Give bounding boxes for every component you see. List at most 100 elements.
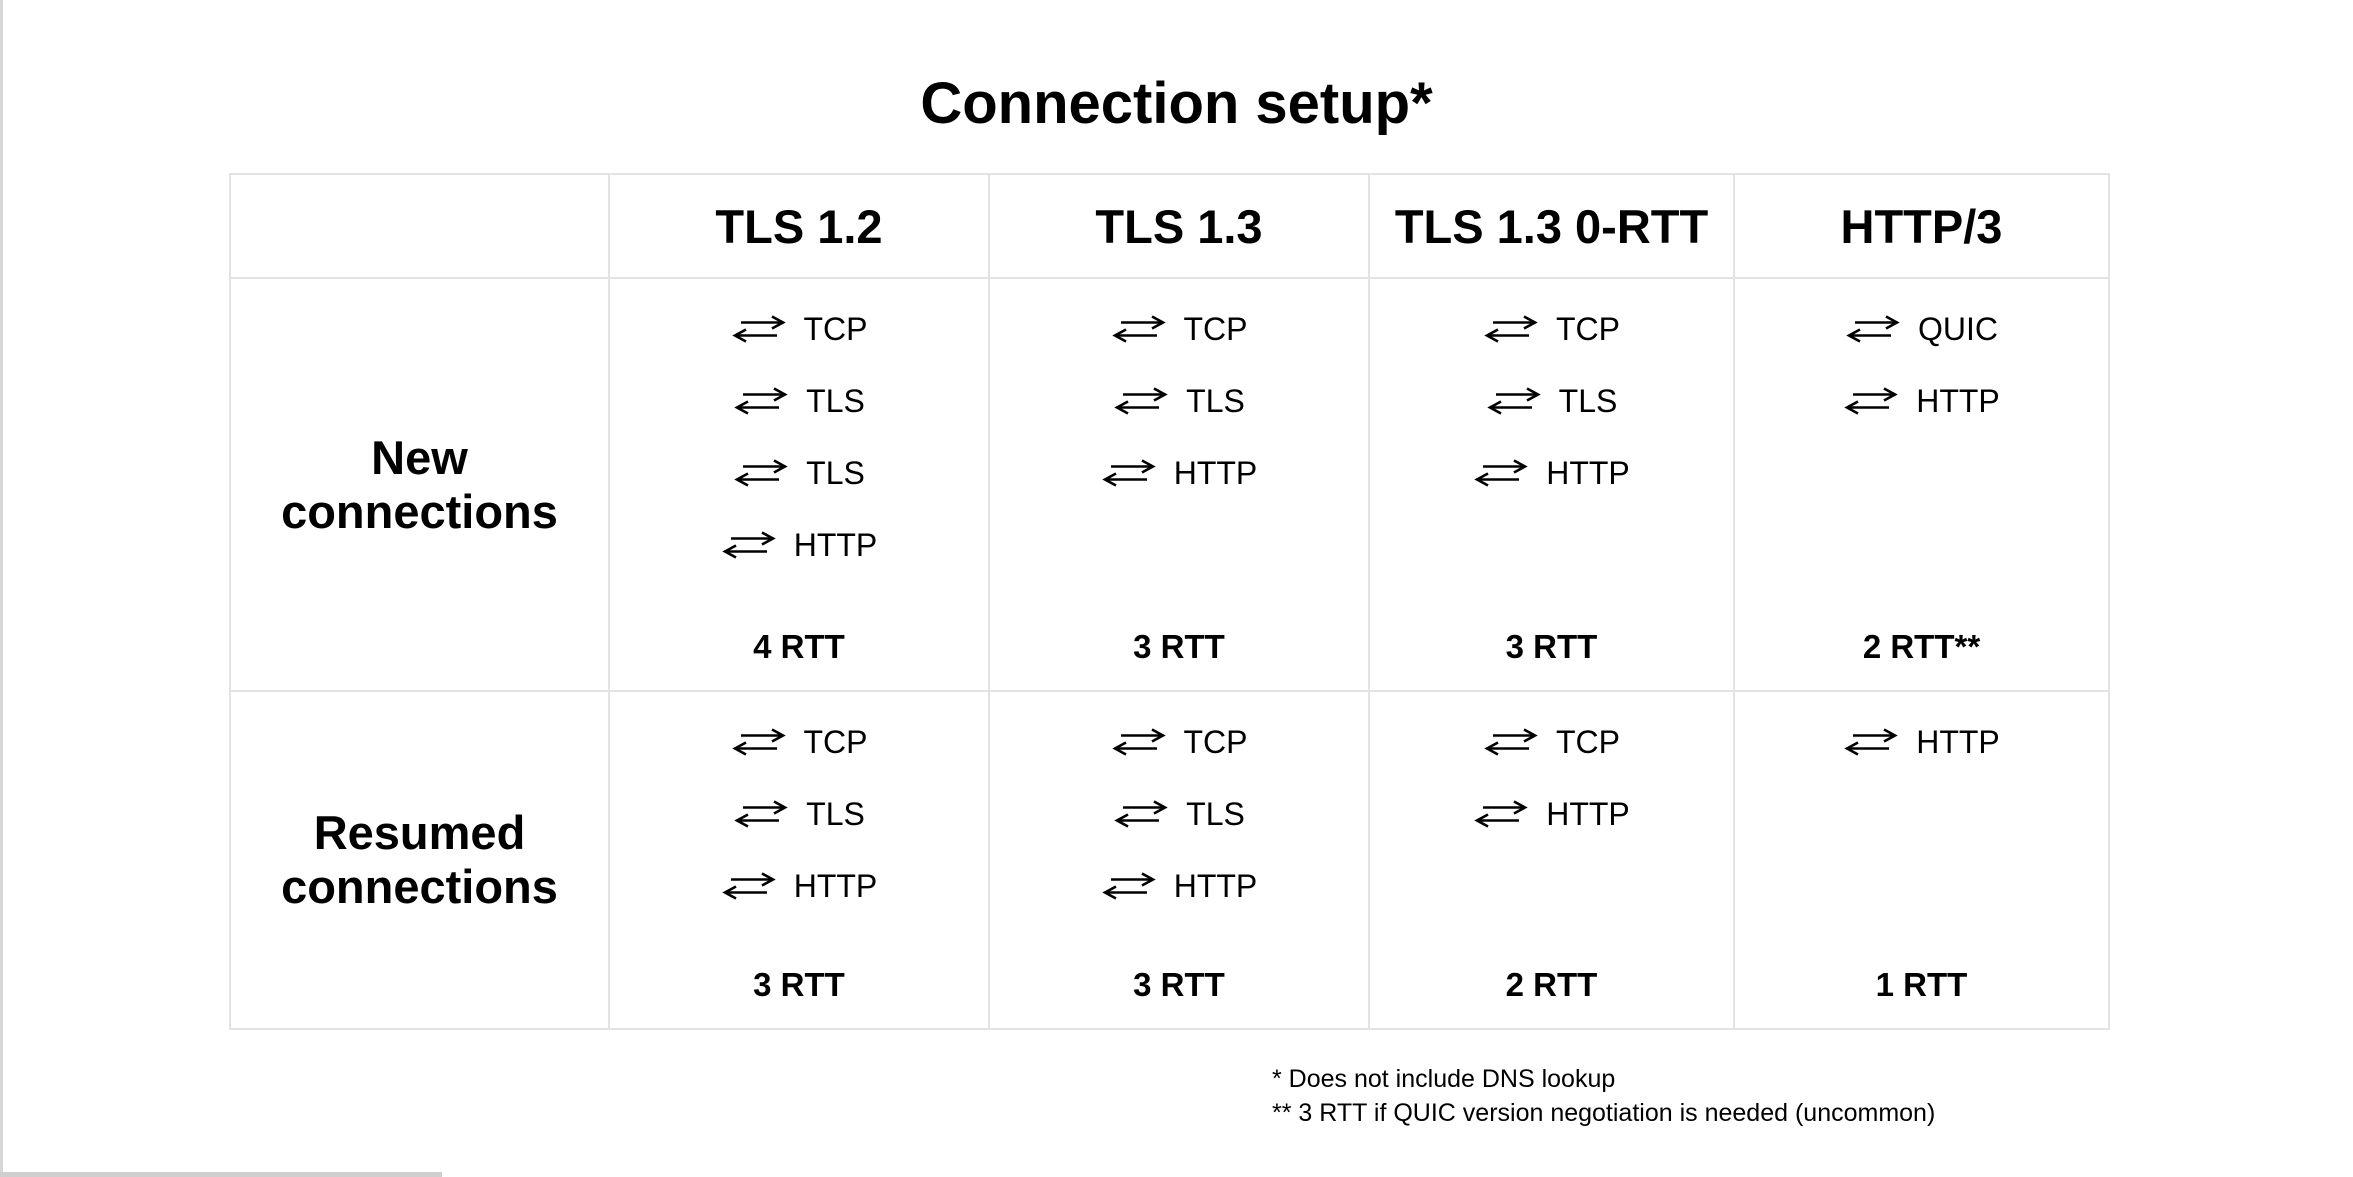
protocol-label: HTTP: [793, 867, 878, 904]
round-trip-arrows-icon: [1474, 459, 1528, 487]
protocol-label: HTTP: [1916, 382, 2000, 419]
round-trip-arrows-icon: [1111, 315, 1166, 343]
handshake-steps: TCP TLS TLS HTTP: [610, 279, 988, 581]
column-header-tls-1-2: TLS 1.2: [608, 175, 988, 277]
protocol-label: HTTP: [1173, 454, 1258, 491]
round-trip-arrows-icon: [1484, 315, 1538, 343]
handshake-step: TCP: [610, 706, 988, 778]
row-label: New connections: [231, 277, 608, 690]
corner-cell: [231, 175, 608, 277]
round-trip-arrows-icon: [1844, 728, 1898, 756]
handshake-step: HTTP: [610, 850, 988, 922]
handshake-steps: QUIC HTTP: [1735, 279, 2108, 437]
rtt-total: 3 RTT: [1133, 966, 1225, 1003]
footnote-quic-negotiation: ** 3 RTT if QUIC version negotiation is …: [1272, 1099, 1936, 1127]
handshake-steps: TCP HTTP: [1370, 692, 1733, 850]
handshake-step: TLS: [990, 365, 1368, 437]
round-trip-arrows-icon: [731, 315, 786, 343]
handshake-step: HTTP: [990, 850, 1368, 922]
handshake-step: TCP: [1370, 706, 1733, 778]
handshake-step: TLS: [610, 778, 988, 850]
column-header-label: TLS 1.3 0-RTT: [1394, 199, 1709, 253]
column-header-tls-1-3: TLS 1.3: [988, 175, 1368, 277]
handshake-step: TCP: [990, 706, 1368, 778]
round-trip-arrows-icon: [1114, 387, 1168, 415]
round-trip-arrows-icon: [1484, 728, 1538, 756]
handshake-step: TLS: [990, 778, 1368, 850]
handshake-step: HTTP: [1735, 365, 2108, 437]
protocol-label: HTTP: [793, 526, 878, 563]
handshake-step: HTTP: [1370, 437, 1733, 509]
rtt-total: 4 RTT: [753, 628, 845, 665]
rtt-total: 3 RTT: [1505, 628, 1598, 665]
round-trip-arrows-icon: [1844, 387, 1898, 415]
handshake-steps: TCP TLS HTTP: [990, 279, 1368, 509]
protocol-label: TLS: [1186, 382, 1245, 419]
handshake-step: TCP: [1370, 293, 1733, 365]
protocol-cell: TCP TLS HTTP 3 RTT: [988, 690, 1368, 1028]
protocol-cell: TCP HTTP 2 RTT: [1368, 690, 1733, 1028]
handshake-step: HTTP: [990, 437, 1368, 509]
footnotes: * Does not include DNS lookup ** 3 RTT i…: [1272, 1062, 1935, 1130]
row-label-text: Resumed connections: [281, 806, 558, 913]
round-trip-arrows-icon: [1102, 459, 1156, 487]
handshake-steps: TCP TLS HTTP: [1370, 279, 1733, 509]
handshake-step: TLS: [610, 437, 988, 509]
round-trip-arrows-icon: [731, 728, 786, 756]
column-header-tls-1-3-0-rtt: TLS 1.3 0-RTT: [1368, 175, 1733, 277]
protocol-label: HTTP: [1916, 723, 2000, 760]
round-trip-arrows-icon: [1846, 315, 1900, 343]
column-header-label: TLS 1.2: [715, 199, 883, 253]
handshake-step: QUIC: [1735, 293, 2108, 365]
protocol-label: TLS: [806, 795, 865, 832]
handshake-step: TLS: [1370, 365, 1733, 437]
protocol-cell: TCP TLS TLS HTTP 4 RTT: [608, 277, 988, 690]
rtt-total: 2 RTT: [1505, 966, 1598, 1003]
protocol-label: HTTP: [1546, 454, 1630, 491]
handshake-step: HTTP: [1370, 778, 1733, 850]
protocol-label: TCP: [1556, 723, 1620, 760]
protocol-label: TLS: [806, 382, 865, 419]
handshake-step: TLS: [610, 365, 988, 437]
round-trip-arrows-icon: [722, 872, 776, 900]
round-trip-arrows-icon: [1111, 728, 1166, 756]
round-trip-arrows-icon: [1114, 800, 1168, 828]
protocol-label: TCP: [803, 310, 868, 347]
page-title: Connection setup*: [920, 70, 1433, 136]
protocol-cell: QUIC HTTP 2 RTT**: [1733, 277, 2108, 690]
protocol-label: TLS: [1186, 795, 1245, 832]
rtt-total: 2 RTT**: [1862, 628, 1981, 665]
footnote-dns: * Does not include DNS lookup: [1272, 1065, 1616, 1093]
protocol-label: QUIC: [1918, 310, 1998, 347]
protocol-label: TCP: [1556, 310, 1620, 347]
protocol-cell: HTTP 1 RTT: [1733, 690, 2108, 1028]
row-label: Resumed connections: [231, 690, 608, 1028]
protocol-label: TCP: [1183, 723, 1248, 760]
row-label-text: New connections: [281, 430, 558, 538]
protocol-label: TLS: [806, 454, 865, 491]
handshake-step: TCP: [990, 293, 1368, 365]
protocol-label: HTTP: [1546, 795, 1630, 832]
round-trip-arrows-icon: [734, 459, 788, 487]
column-header-label: TLS 1.3: [1095, 199, 1263, 253]
protocol-label: TLS: [1558, 382, 1618, 419]
round-trip-arrows-icon: [734, 800, 788, 828]
window-edge-left: [0, 0, 3, 1177]
protocol-label: TCP: [1183, 310, 1248, 347]
handshake-steps: TCP TLS HTTP: [990, 692, 1368, 922]
handshake-step: HTTP: [1735, 706, 2108, 778]
handshake-step: TCP: [610, 293, 988, 365]
round-trip-arrows-icon: [1102, 872, 1156, 900]
window-edge-bottom: [0, 1172, 442, 1177]
column-header-http-3: HTTP/3: [1733, 175, 2108, 277]
column-header-label: HTTP/3: [1840, 199, 2003, 253]
protocol-label: TCP: [803, 723, 868, 760]
protocol-label: HTTP: [1173, 867, 1258, 904]
handshake-steps: HTTP: [1735, 692, 2108, 778]
round-trip-arrows-icon: [734, 387, 788, 415]
protocol-cell: TCP TLS HTTP 3 RTT: [1368, 277, 1733, 690]
handshake-steps: TCP TLS HTTP: [610, 692, 988, 922]
rtt-total: 1 RTT: [1875, 966, 1968, 1003]
